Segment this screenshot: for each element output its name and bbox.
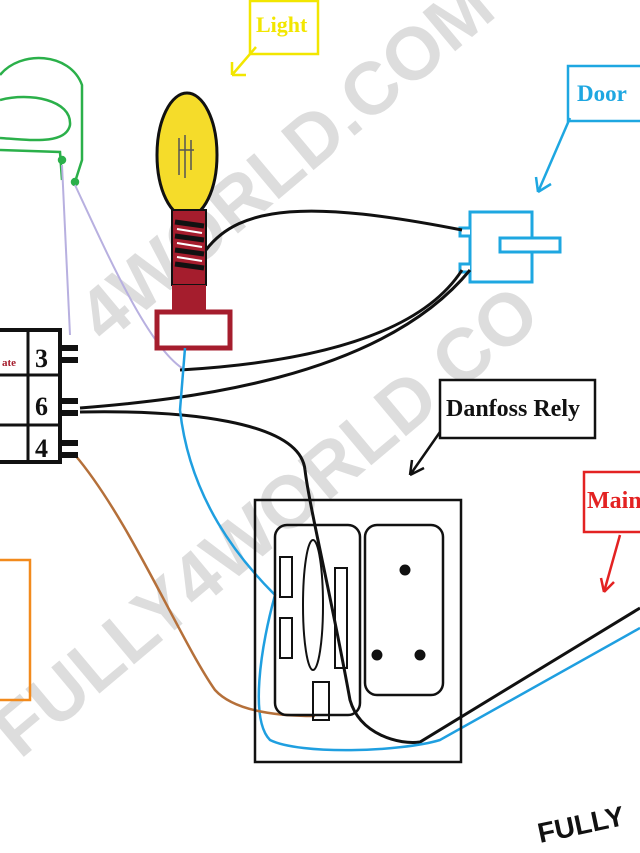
danfoss-rely-text: Danfoss Rely (446, 396, 580, 422)
terminal-3: 3 (35, 344, 48, 373)
light-label: Light (230, 0, 320, 77)
blue-wire (178, 347, 640, 752)
lavender-wires (61, 164, 186, 371)
danfoss-relay (253, 498, 463, 764)
watermark-footer: FULLY (535, 800, 627, 849)
mains-label: Main (582, 470, 640, 593)
light-label-text: Light (256, 12, 308, 37)
bulb-socket (154, 309, 233, 351)
terminal-left-label: ate (2, 357, 16, 369)
mains-label-text: Main (587, 488, 640, 514)
door-label: Door (534, 64, 640, 194)
brown-wire (74, 454, 316, 718)
bulb-glass (155, 91, 219, 219)
door-switch (458, 210, 562, 284)
green-coil (0, 56, 84, 187)
watermark-middle: FULLY4WORLD.CO (0, 269, 554, 772)
door-label-text: Door (577, 81, 627, 106)
terminal-6: 6 (35, 392, 48, 421)
terminal-block: ate 3 6 4 (0, 328, 78, 464)
orange-box (0, 558, 32, 702)
light-bulb (154, 91, 233, 351)
terminal-4: 4 (35, 434, 48, 463)
danfoss-rely-label: Danfoss Rely (408, 378, 597, 477)
black-wires (79, 209, 640, 744)
